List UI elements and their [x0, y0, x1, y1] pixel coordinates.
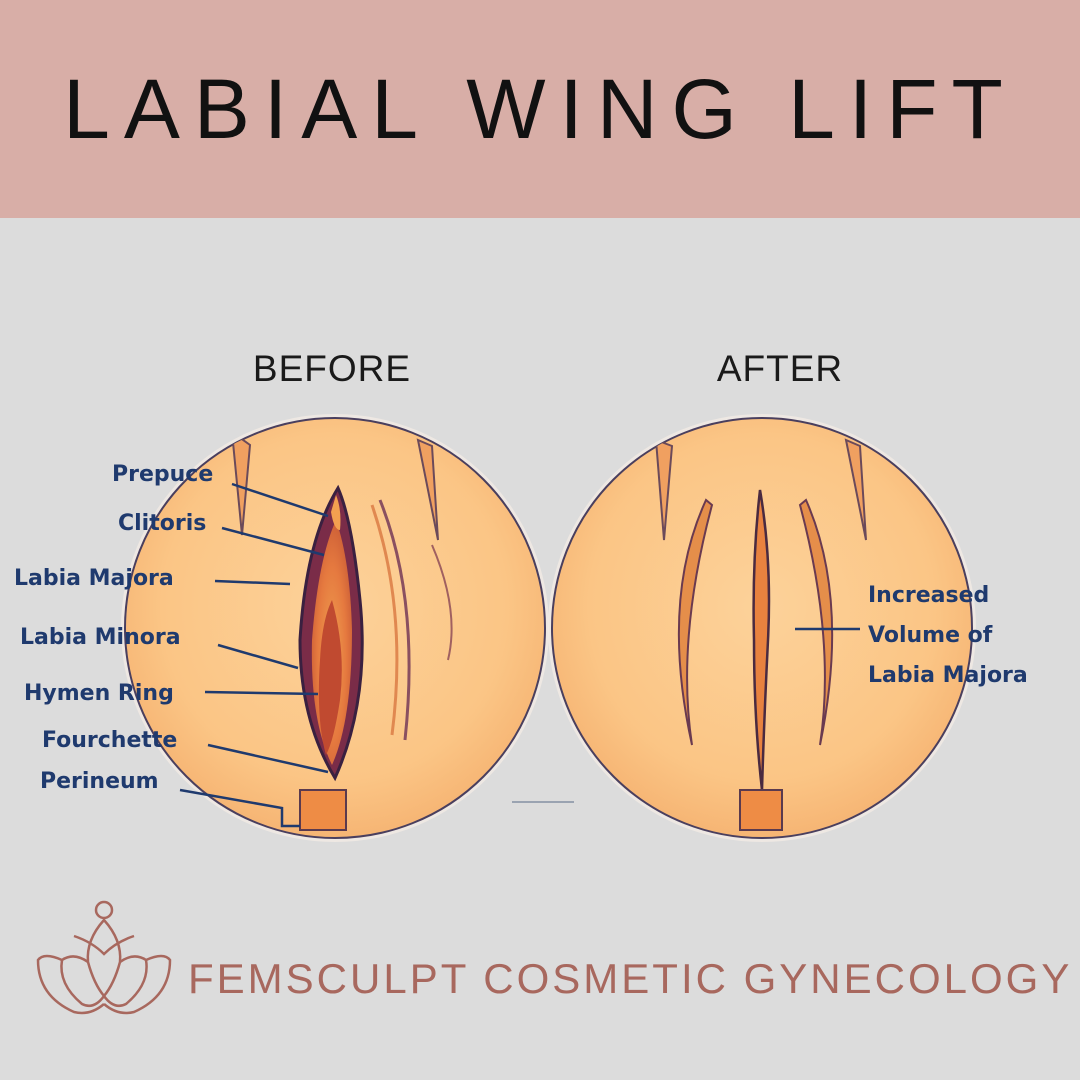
brand-name: FEMSCULPT COSMETIC GYNECOLOGY	[188, 955, 1073, 1002]
label-labia-minora: Labia Minora	[20, 625, 181, 650]
after-annotation-line-2: Volume of	[868, 623, 993, 648]
label-perineum: Perineum	[40, 769, 159, 794]
after-annotation: Increased Volume of Labia Majora	[868, 576, 1068, 696]
after-annotation-line-1: Increased	[868, 583, 990, 608]
lotus-logo-icon	[36, 900, 172, 1015]
title-banner: LABIAL WING LIFT	[0, 0, 1080, 218]
label-labia-majora: Labia Majora	[14, 566, 174, 591]
label-hymen-ring: Hymen Ring	[24, 681, 174, 706]
after-heading: AFTER	[716, 348, 844, 389]
label-clitoris: Clitoris	[118, 511, 207, 536]
after-annotation-line-3: Labia Majora	[868, 663, 1028, 688]
page-title: LABIAL WING LIFT	[63, 61, 1017, 156]
label-fourchette: Fourchette	[42, 728, 178, 753]
before-heading: BEFORE	[252, 348, 412, 389]
after-illustration	[548, 414, 976, 842]
label-prepuce: Prepuce	[112, 462, 214, 487]
before-illustration	[121, 414, 549, 842]
